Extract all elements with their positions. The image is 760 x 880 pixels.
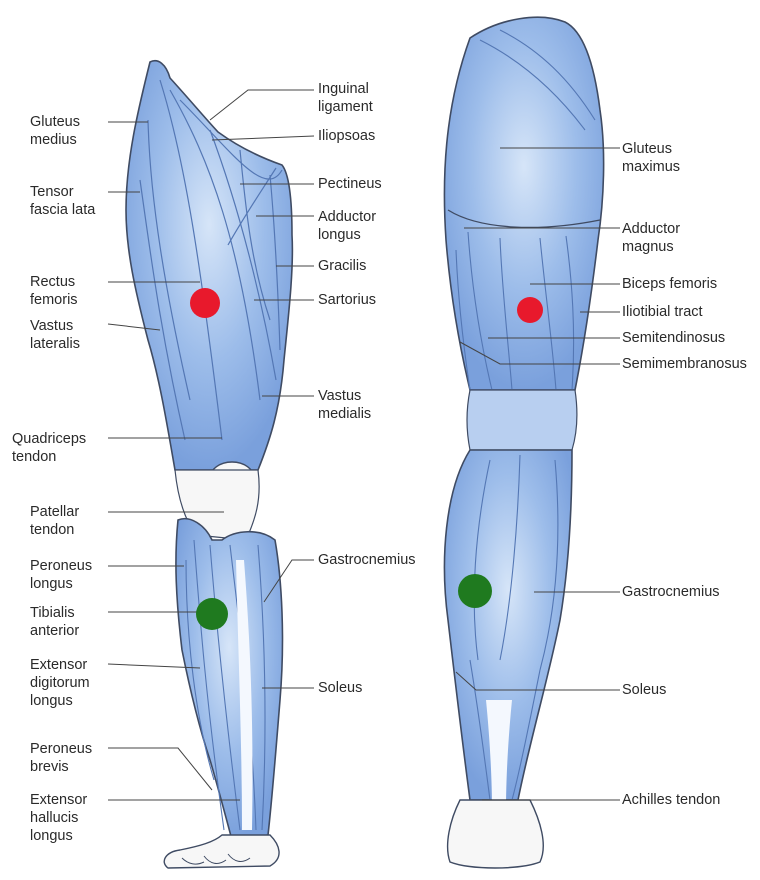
posterior-foot [448, 800, 544, 868]
green-marker-posterior [458, 574, 492, 608]
red-marker-anterior [190, 288, 220, 318]
label-semimembranosus: Semimembranosus [622, 355, 747, 373]
label-iliotibial-tract: Iliotibial tract [622, 303, 703, 321]
label-gluteus-medius: Gluteus medius [30, 113, 80, 149]
green-marker-anterior [196, 598, 228, 630]
label-soleus-posterior: Soleus [622, 681, 666, 699]
label-vastus-lateralis: Vastus lateralis [30, 317, 80, 353]
leader-inguinal-ligament [210, 90, 314, 120]
label-iliopsoas: Iliopsoas [318, 127, 375, 145]
label-semitendinosus: Semitendinosus [622, 329, 725, 347]
label-soleus-anterior: Soleus [318, 679, 362, 697]
posterior-thigh-buttock [444, 17, 603, 390]
label-adductor-longus: Adductor longus [318, 208, 376, 244]
label-gastrocnemius-anterior: Gastrocnemius [318, 551, 416, 569]
label-pectineus: Pectineus [318, 175, 382, 193]
label-inguinal-ligament: Inguinal ligament [318, 80, 373, 116]
label-tensor-fascia-lata: Tensor fascia lata [30, 183, 95, 219]
label-peroneus-longus: Peroneus longus [30, 557, 92, 593]
anterior-thigh [126, 61, 292, 470]
anterior-foot [164, 835, 279, 868]
label-quadriceps-tendon: Quadriceps tendon [12, 430, 86, 466]
label-patellar-tendon: Patellar tendon [30, 503, 79, 539]
label-vastus-medialis: Vastus medialis [318, 387, 371, 423]
label-gastrocnemius-posterior: Gastrocnemius [622, 583, 720, 601]
posterior-leg-illustration [444, 17, 603, 868]
label-extensor-digitorum-longus: Extensor digitorum longus [30, 656, 90, 710]
label-gluteus-maximus: Gluteus maximus [622, 140, 680, 176]
label-achilles-tendon: Achilles tendon [622, 791, 720, 809]
label-extensor-hallucis-longus: Extensor hallucis longus [30, 791, 87, 845]
label-biceps-femoris: Biceps femoris [622, 275, 717, 293]
red-marker-posterior [517, 297, 543, 323]
anterior-leg-illustration [126, 61, 292, 868]
label-tibialis-anterior: Tibialis anterior [30, 604, 79, 640]
posterior-knee [467, 390, 577, 450]
label-rectus-femoris: Rectus femoris [30, 273, 78, 309]
posterior-calf [444, 450, 572, 800]
label-adductor-magnus: Adductor magnus [622, 220, 680, 256]
label-sartorius: Sartorius [318, 291, 376, 309]
label-peroneus-brevis: Peroneus brevis [30, 740, 92, 776]
anterior-lower-leg [176, 519, 283, 840]
label-gracilis: Gracilis [318, 257, 366, 275]
leader-peroneus-brevis [108, 748, 212, 790]
